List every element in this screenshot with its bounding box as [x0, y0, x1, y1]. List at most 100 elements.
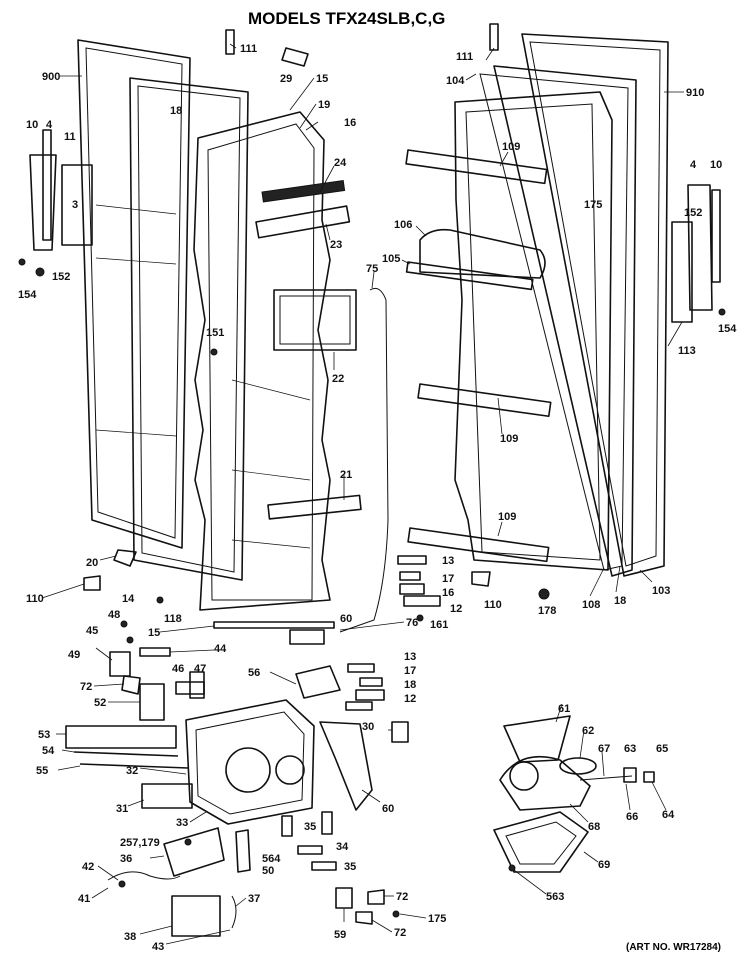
shelf-21 [267, 494, 362, 520]
wire-41 [107, 871, 181, 881]
fresh-food-door-liner [454, 91, 613, 571]
disk-62 [559, 757, 597, 775]
part-label-13: 13 [442, 555, 454, 567]
part-110-right [471, 571, 491, 587]
part-label-110-right: 110 [484, 599, 502, 611]
art-number: (ART NO. WR17284) [626, 942, 721, 953]
part-label-178: 178 [538, 605, 556, 617]
part-label-161: 161 [430, 619, 448, 631]
part-label-15-lower: 15 [148, 627, 160, 639]
diagram-title: MODELS TFX24SLB,C,G [248, 9, 445, 28]
shelf-24 [261, 180, 346, 203]
part-18 [355, 689, 385, 701]
part-label-18-right: 18 [614, 595, 626, 607]
part-label-75: 75 [366, 263, 378, 275]
part-label-16: 16 [344, 117, 356, 129]
part-label-151: 151 [206, 327, 224, 339]
part-label-154: 154 [18, 289, 37, 301]
bucket-61 [503, 715, 571, 763]
part-label-175: 175 [584, 199, 602, 211]
ice-dispenser-module-22 [273, 289, 357, 351]
handle-10-left [42, 129, 52, 241]
part-35-b [311, 861, 337, 871]
part-label-32: 32 [126, 765, 138, 777]
hinge-4-left [29, 154, 57, 251]
part-110-left [83, 575, 101, 591]
part-label-109-bottom: 109 [498, 511, 516, 523]
part-label-17-lower: 17 [404, 665, 416, 677]
part-label-118: 118 [164, 613, 182, 625]
part-label-31: 31 [116, 803, 128, 815]
part-13 [347, 663, 375, 673]
part-label-4-right: 4 [690, 159, 697, 171]
part-label-20: 20 [86, 557, 98, 569]
part-label-24: 24 [334, 157, 347, 169]
part-label-60-lower: 60 [382, 803, 394, 815]
part-label-38: 38 [124, 931, 136, 943]
part-label-22: 22 [332, 373, 344, 385]
part-label-72-b: 72 [396, 891, 408, 903]
part-labels: 900 910 10 4 11 3 152 154 111 29 15 18 1… [18, 43, 737, 953]
part-label-14: 14 [122, 593, 135, 605]
part-12 [345, 701, 373, 711]
part-label-109-mid: 109 [500, 433, 518, 445]
part-label-69: 69 [598, 859, 610, 871]
bin-106 [419, 228, 546, 279]
part-label-34: 34 [336, 841, 349, 853]
part-label-17: 17 [442, 573, 454, 585]
part-label-54: 54 [42, 745, 55, 757]
bracket-36 [163, 827, 225, 877]
part-label-59: 59 [334, 929, 346, 941]
part-42 [118, 880, 126, 888]
part-72 [121, 675, 141, 695]
part-label-72: 72 [80, 681, 92, 693]
part-label-62: 62 [582, 725, 594, 737]
part-label-564: 564 [262, 853, 281, 865]
part-label-111-right: 111 [456, 51, 473, 63]
part-label-76: 76 [406, 617, 418, 629]
part-label-109-top: 109 [502, 141, 520, 153]
part-59 [335, 887, 353, 909]
part-label-64: 64 [662, 809, 675, 821]
part-label-53: 53 [38, 729, 50, 741]
part-50 [235, 829, 251, 873]
part-label-154-right: 154 [718, 323, 737, 335]
part-label-10-right: 10 [710, 159, 722, 171]
part-52 [139, 683, 165, 721]
part-35 [281, 815, 293, 837]
part-label-105: 105 [382, 253, 400, 265]
spring-44 [139, 647, 171, 657]
part-16-right [399, 583, 425, 595]
part-label-13-lower: 13 [404, 651, 416, 663]
motor-56 [295, 665, 341, 699]
part-label-111: 111 [240, 43, 257, 55]
part-label-42: 42 [82, 861, 94, 873]
part-label-152-right: 152 [684, 207, 702, 219]
part-label-563: 563 [546, 891, 564, 903]
part-label-36: 36 [120, 853, 132, 865]
strip-15 [213, 621, 335, 629]
ice-dispenser-assembly-33 [185, 699, 315, 825]
part-label-37: 37 [248, 893, 260, 905]
shelf-109-bottom [407, 527, 550, 563]
tube-75-76 [339, 287, 389, 633]
cap-111-right [489, 23, 499, 51]
part-label-68: 68 [588, 821, 600, 833]
part-label-48: 48 [108, 609, 120, 621]
part-label-15: 15 [316, 73, 328, 85]
part-72-b [367, 889, 385, 905]
rail-105 [405, 261, 534, 291]
part-label-35-lower: 35 [344, 861, 356, 873]
part-label-47: 47 [194, 663, 206, 675]
part-label-46: 46 [172, 663, 184, 675]
part-label-19: 19 [318, 99, 330, 111]
fresh-food-door-gasket [479, 65, 637, 577]
part-label-43: 43 [152, 941, 164, 953]
part-29 [281, 47, 309, 67]
part-label-65: 65 [656, 743, 668, 755]
hinge-4-right [687, 184, 713, 311]
part-label-110: 110 [26, 593, 44, 605]
part-label-55: 55 [36, 765, 48, 777]
tray-31 [141, 783, 193, 809]
